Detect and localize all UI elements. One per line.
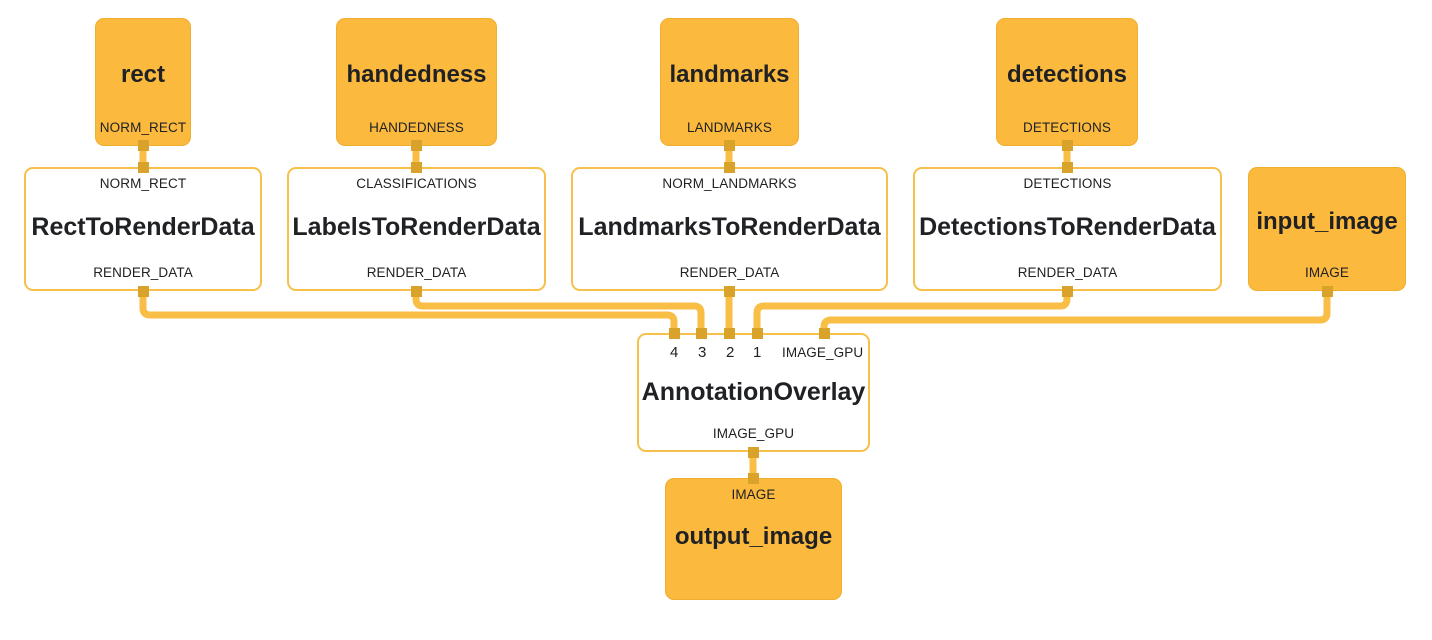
node-landmarkstorenderdata-output-port-label: RENDER_DATA <box>679 265 780 280</box>
port-labelstorenderdata-out[interactable] <box>411 286 422 297</box>
node-rect-output-port-label: NORM_RECT <box>99 120 187 135</box>
node-labelstorenderdata-output-port-label: RENDER_DATA <box>366 265 467 280</box>
port-overlay-in-4[interactable] <box>669 328 680 339</box>
node-rect-title: rect <box>120 60 166 88</box>
node-landmarks-title: landmarks <box>669 60 790 88</box>
node-detectionstorenderdata-input-port-label: DETECTIONS <box>1023 176 1112 191</box>
overlay-input-port-label-3: 3 <box>698 344 707 361</box>
node-rect[interactable]: rect NORM_RECT <box>95 18 191 146</box>
node-detections[interactable]: detections DETECTIONS <box>996 18 1138 146</box>
port-detectionstorenderdata-out[interactable] <box>1062 286 1073 297</box>
node-detectionstorenderdata-output-port-label: RENDER_DATA <box>1017 265 1118 280</box>
edge-labelstorenderdata-to-overlay-3 <box>412 291 705 333</box>
port-inputimage-out[interactable] <box>1322 286 1333 297</box>
node-annotation-overlay[interactable]: 4 3 2 1 IMAGE_GPU AnnotationOverlay IMAG… <box>637 333 870 452</box>
port-overlay-out[interactable] <box>748 447 759 458</box>
node-landmarkstorenderdata-input-port-label: NORM_LANDMARKS <box>662 176 797 191</box>
overlay-input-port-label-4: 4 <box>670 344 679 361</box>
node-detectionstorenderdata[interactable]: DETECTIONS DetectionsToRenderData RENDER… <box>913 167 1222 291</box>
node-labelstorenderdata[interactable]: CLASSIFICATIONS LabelsToRenderData RENDE… <box>287 167 546 291</box>
node-output-image[interactable]: IMAGE output_image <box>665 478 842 600</box>
port-overlay-in-1[interactable] <box>752 328 763 339</box>
port-overlay-in-2[interactable] <box>724 328 735 339</box>
port-handedness-out[interactable] <box>411 140 422 151</box>
edge-recttorenderdata-to-overlay-4 <box>139 291 678 333</box>
node-input-image[interactable]: input_image IMAGE <box>1248 167 1406 291</box>
node-labelstorenderdata-input-port-label: CLASSIFICATIONS <box>356 176 477 191</box>
port-detections-out[interactable] <box>1062 140 1073 151</box>
node-landmarkstorenderdata-title: LandmarksToRenderData <box>578 213 881 242</box>
port-overlay-in-3[interactable] <box>696 328 707 339</box>
node-landmarkstorenderdata[interactable]: NORM_LANDMARKS LandmarksToRenderData REN… <box>571 167 888 291</box>
node-recttorenderdata-title: RectToRenderData <box>31 213 255 242</box>
node-handedness-output-port-label: HANDEDNESS <box>369 120 464 135</box>
port-overlay-in-image-gpu[interactable] <box>819 328 830 339</box>
overlay-output-port-label: IMAGE_GPU <box>712 426 795 441</box>
port-outputimage-in[interactable] <box>748 473 759 484</box>
port-labelstorenderdata-in[interactable] <box>411 162 422 173</box>
overlay-input-port-label-1: 1 <box>753 344 762 361</box>
node-annotation-overlay-title: AnnotationOverlay <box>641 378 866 407</box>
port-landmarks-out[interactable] <box>724 140 735 151</box>
node-handedness[interactable]: handedness HANDEDNESS <box>336 18 497 146</box>
port-landmarkstorenderdata-in[interactable] <box>724 162 735 173</box>
node-recttorenderdata[interactable]: NORM_RECT RectToRenderData RENDER_DATA <box>24 167 262 291</box>
node-output-image-input-port-label: IMAGE <box>731 487 776 502</box>
node-recttorenderdata-input-port-label: NORM_RECT <box>99 176 187 191</box>
node-recttorenderdata-output-port-label: RENDER_DATA <box>93 265 193 280</box>
node-detections-output-port-label: DETECTIONS <box>1022 120 1111 135</box>
node-detectionstorenderdata-title: DetectionsToRenderData <box>919 213 1216 242</box>
overlay-input-port-label-2: 2 <box>726 344 735 361</box>
node-input-image-title: input_image <box>1256 207 1398 235</box>
node-labelstorenderdata-title: LabelsToRenderData <box>292 213 541 242</box>
port-detectionstorenderdata-in[interactable] <box>1062 162 1073 173</box>
node-detections-title: detections <box>1006 60 1128 88</box>
overlay-input-port-label-image-gpu: IMAGE_GPU <box>782 345 864 360</box>
node-handedness-title: handedness <box>346 60 487 88</box>
node-landmarks-output-port-label: LANDMARKS <box>687 120 772 135</box>
port-rect-out[interactable] <box>138 140 149 151</box>
node-landmarks[interactable]: landmarks LANDMARKS <box>660 18 799 146</box>
port-recttorenderdata-out[interactable] <box>138 286 149 297</box>
node-output-image-title: output_image <box>674 523 833 551</box>
edge-inputimage-to-overlay-imagegpu <box>820 291 1331 333</box>
port-recttorenderdata-in[interactable] <box>138 162 149 173</box>
edge-detectionstorenderdata-to-overlay-1 <box>753 291 1071 333</box>
port-landmarkstorenderdata-out[interactable] <box>724 286 735 297</box>
node-input-image-output-port-label: IMAGE <box>1304 265 1349 280</box>
